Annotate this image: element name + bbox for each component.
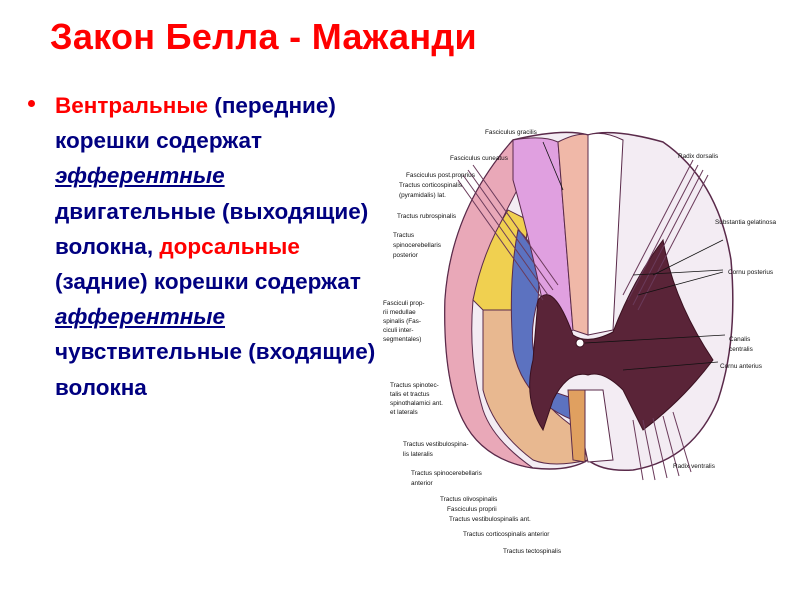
label-fasciculus-post-proprius: Fasciculus post.proprius	[406, 172, 475, 179]
label-fasciculi-proprii-3: spinalis (Fas-	[383, 318, 421, 325]
label-spinotectalis-1: Tractus spinotec-	[390, 382, 439, 389]
label-posterior: posterior	[393, 252, 419, 259]
label-cornu-anterius: Cornu anterius	[720, 363, 762, 370]
bullet-icon	[28, 100, 35, 107]
dorsal-term: дорсальные	[159, 233, 300, 259]
label-tractus-rubrospinalis: Tractus rubrospinalis	[397, 213, 456, 220]
label-pyramidalis-lat: (pyramidalis) lat.	[399, 192, 446, 199]
label-vestibulospinalis-ant: Tractus vestibulospinalis ant.	[449, 516, 531, 523]
label-fasciculi-proprii-4: ciculi inter-	[383, 327, 414, 334]
label-fasciculi-proprii-1: Fasciculi prop-	[383, 300, 425, 307]
label-fasciculus-proprii: Fasciculus proprii	[447, 506, 497, 513]
label-tectospinalis: Tractus tectospinalis	[503, 548, 561, 555]
afferent-link[interactable]: афферентные	[55, 304, 226, 330]
label-radix-dorsalis: Radix dorsalis	[678, 153, 718, 160]
label-radix-ventralis: Radix ventralis	[673, 463, 715, 470]
text-part-2: двигательные (выходящие) волокна,	[55, 198, 369, 259]
spinal-cord-cross-section-diagram: Fasciculus gracilis Fasciculus cuneatus …	[383, 129, 777, 555]
slide-title: Закон Белла - Мажанди	[50, 16, 477, 57]
label-tractus: Tractus	[393, 232, 414, 239]
efferent-link[interactable]: эфферентные	[55, 163, 225, 189]
ventral-term: Вентральные	[55, 93, 209, 118]
label-vestibulospinalis-lat-2: lis lateralis	[403, 451, 433, 458]
label-substantia-gelatinosa: Substantia gelatinosa	[715, 219, 777, 226]
label-spinocerebellaris: spinocerebellaris	[393, 242, 441, 249]
label-fasciculus-gracilis: Fasciculus gracilis	[485, 129, 537, 136]
label-fasciculi-proprii-2: rii medullae	[383, 309, 416, 316]
label-fasciculi-proprii-5: segmentales)	[383, 336, 421, 343]
text-part-4: чувствительные (входящие) волокна	[55, 339, 376, 400]
label-vestibulospinalis-lat-1: Tractus vestibulospina-	[403, 441, 468, 448]
bullet-text: Вентральные (передние) корешки содержат …	[55, 88, 385, 405]
label-fasciculus-cuneatus: Fasciculus cuneatus	[450, 155, 508, 162]
label-cornu-posterius: Cornu posterius	[728, 269, 773, 276]
label-corticospinalis-anterior: Tractus corticospinalis anterior	[463, 531, 550, 538]
label-spinotectalis-2: talis et tractus	[390, 391, 429, 398]
label-olivospinalis: Tractus olivospinalis	[440, 496, 497, 503]
text-part-1: (передние) корешки содержат	[55, 93, 336, 154]
label-spinocerebellaris-ant-2: anterior	[411, 480, 434, 487]
label-centralis: centralis	[729, 346, 753, 353]
label-tractus-corticospinalis: Tractus corticospinalis	[399, 182, 462, 189]
label-spinotectalis-4: et laterals	[390, 409, 418, 416]
label-canalis: Canalis	[729, 336, 750, 343]
text-part-3: (задние) корешки содержат	[55, 269, 361, 295]
label-spinotectalis-3: spinothalamici ant.	[390, 400, 443, 407]
label-spinocerebellaris-ant-1: Tractus spinocerebellaris	[411, 470, 482, 477]
